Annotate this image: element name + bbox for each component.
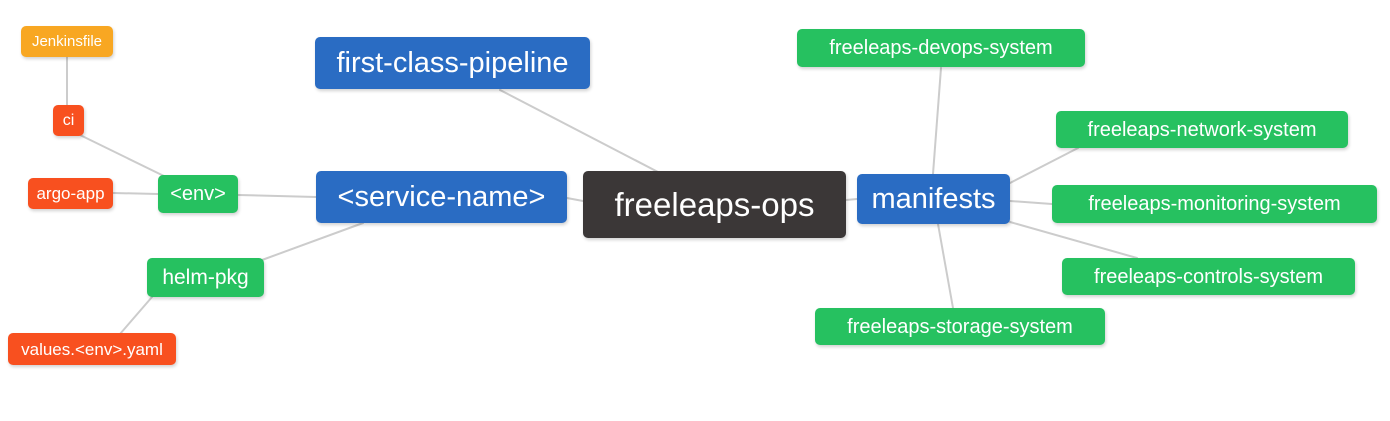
node-jenkinsfile[interactable]: Jenkinsfile	[21, 26, 113, 57]
edge-manifests-devops	[932, 67, 942, 175]
node-argo-app[interactable]: argo-app	[28, 178, 113, 209]
node-first-class-pipeline[interactable]: first-class-pipeline	[315, 37, 590, 89]
node-monitoring-system[interactable]: freeleaps-monitoring-system	[1052, 185, 1377, 223]
node-devops-system[interactable]: freeleaps-devops-system	[797, 29, 1085, 67]
edge-ci-env	[77, 133, 169, 179]
edge-argo-app-env	[112, 192, 159, 195]
node-freeleaps-ops-root[interactable]: freeleaps-ops	[583, 171, 846, 238]
node-service-name[interactable]: <service-name>	[316, 171, 567, 223]
node-storage-system[interactable]: freeleaps-storage-system	[815, 308, 1105, 345]
edge-manifests-controls	[1009, 221, 1138, 259]
edge-manifests-network	[1009, 147, 1079, 184]
node-ci[interactable]: ci	[53, 105, 84, 136]
edge-freeleaps-ops-manifests	[845, 198, 858, 201]
edge-helm-pkg-service-name	[261, 222, 364, 261]
edge-service-freeleaps-ops	[566, 197, 584, 202]
edge-manifests-storage	[937, 223, 954, 309]
edge-manifests-monitoring	[1009, 200, 1053, 205]
node-helm-pkg[interactable]: helm-pkg	[147, 258, 264, 297]
node-values-env-yaml[interactable]: values.<env>.yaml	[8, 333, 176, 365]
node-env[interactable]: <env>	[158, 175, 238, 213]
edge-values-helm-pkg	[119, 296, 153, 335]
node-manifests[interactable]: manifests	[857, 174, 1010, 224]
edge-env-service-name	[237, 194, 317, 198]
node-controls-system[interactable]: freeleaps-controls-system	[1062, 258, 1355, 295]
edge-pipeline-freeleaps-ops	[499, 89, 659, 173]
node-network-system[interactable]: freeleaps-network-system	[1056, 111, 1348, 148]
